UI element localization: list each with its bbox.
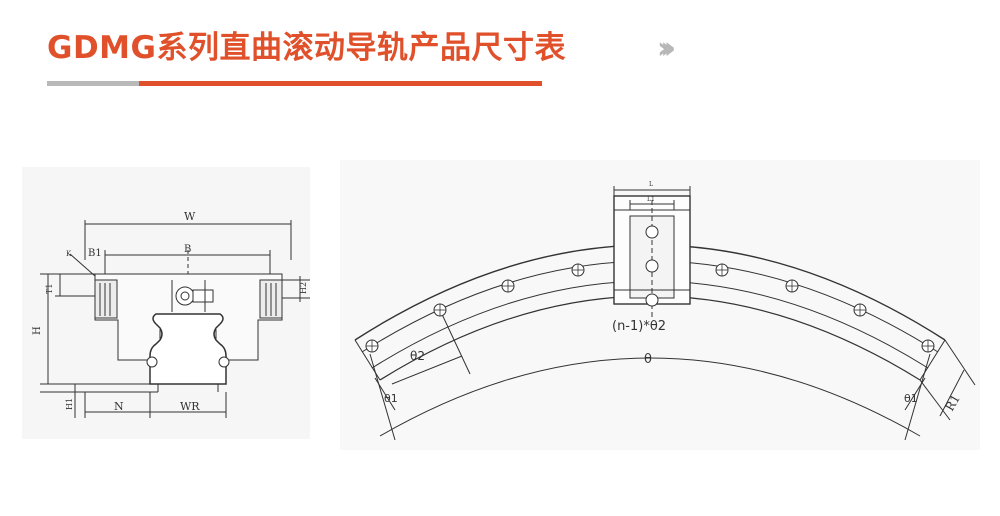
label-theta: θ [644,352,652,367]
label-L1: L1 [647,196,655,203]
label-R1: R1 [942,392,962,413]
label-H1: H1 [65,398,74,410]
title-underline-gray [47,81,139,86]
label-spacing: (n-1)*θ2 [612,319,666,334]
label-theta1-left: θ1 [384,392,398,405]
title-underline-accent [139,81,542,86]
label-H: H [32,326,43,335]
label-T1: T1 [45,284,54,294]
label-K: K [66,250,72,258]
label-WR: WR [180,400,200,413]
page-title: GDMG系列直曲滚动导轨产品尺寸表 [47,30,566,66]
label-H2: H2 [299,282,308,294]
label-B: B [184,244,191,255]
label-B1: B1 [88,248,102,259]
label-theta2: θ2 [410,349,425,363]
label-N: N [114,400,124,413]
label-theta1-right: θ1 [904,392,918,405]
label-L: L [649,181,653,188]
label-W: W [184,210,196,223]
